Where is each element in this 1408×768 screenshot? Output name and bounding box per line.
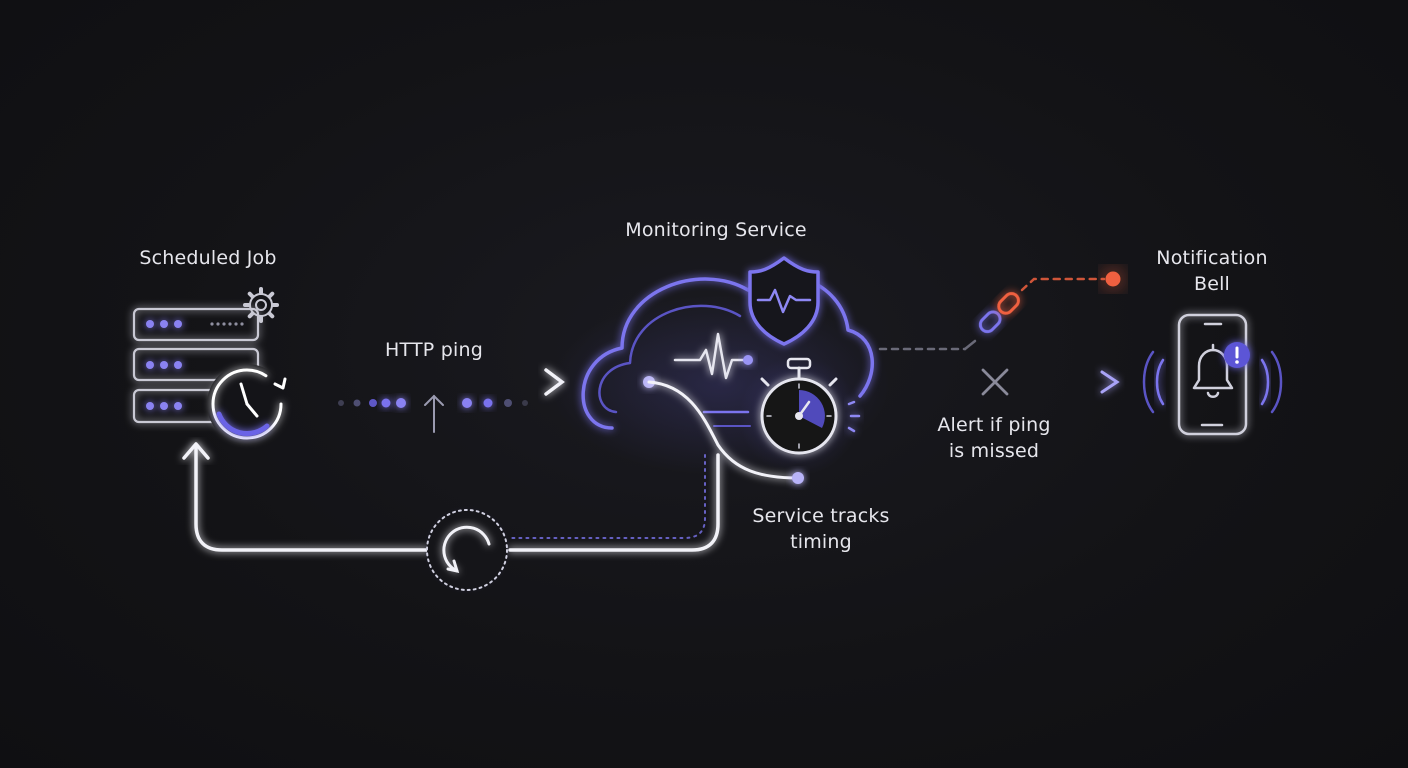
- refresh-icon: [423, 506, 511, 594]
- notification-bell-label: Notification Bell: [1132, 245, 1292, 297]
- server-leds: [146, 320, 182, 410]
- timing-curve: [643, 376, 804, 484]
- ping-dots: [338, 398, 528, 408]
- alert-label: Alert if ping is missed: [904, 412, 1084, 464]
- phone-bell-icon: [1142, 313, 1283, 436]
- http-ping-label: HTTP ping: [385, 339, 483, 361]
- service-tracks-timing-line2: timing: [790, 531, 852, 553]
- server-vent-dots: [210, 322, 244, 326]
- bell-icon: [1192, 343, 1234, 398]
- loop-back-path: [182, 442, 720, 552]
- clock-icon: [207, 364, 287, 444]
- http-ping-arrow: [304, 368, 565, 433]
- gear-icon: [243, 287, 279, 323]
- notification-bell-line2: Bell: [1193, 273, 1231, 295]
- alert-label-line2: is missed: [948, 440, 1040, 462]
- shield-icon: [748, 256, 820, 346]
- heartbeat-icon: [673, 332, 753, 380]
- up-arrow-icon: [424, 394, 444, 433]
- service-tracks-timing-line1: Service tracks: [752, 505, 890, 527]
- vibration-waves-icon: [1142, 350, 1283, 414]
- alert-label-line1: Alert if ping: [937, 414, 1051, 436]
- cloud-shield-icon: [550, 256, 890, 484]
- alert-badge-icon: [1224, 342, 1250, 368]
- service-tracks-timing-label: Service tracks timing: [726, 503, 916, 555]
- scheduled-job-label: Scheduled Job: [139, 247, 277, 269]
- cloud-outline: [581, 274, 874, 430]
- notification-bell-line1: Notification: [1156, 247, 1268, 269]
- server-clock-icon: [132, 287, 287, 444]
- x-mark-icon: [981, 368, 1009, 396]
- monitoring-service-label: Monitoring Service: [625, 219, 807, 241]
- broken-link-icon: [878, 271, 1121, 351]
- alert-arrow: [868, 368, 1120, 396]
- cloud-inner: [598, 304, 742, 414]
- stopwatch-icon: [739, 356, 861, 476]
